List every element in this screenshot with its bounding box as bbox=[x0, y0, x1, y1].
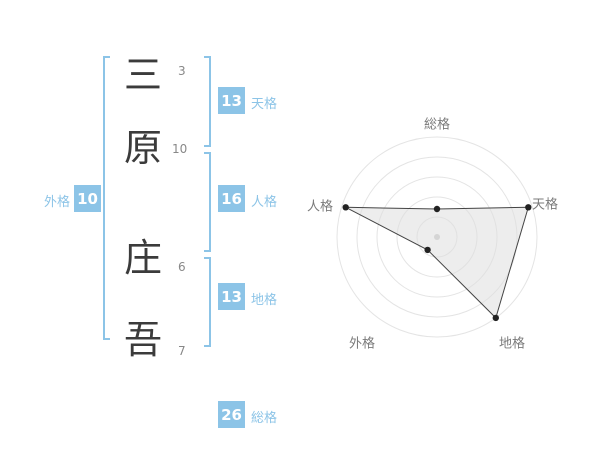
stroke-count: 7 bbox=[178, 344, 186, 358]
tenkaku-bracket bbox=[204, 56, 211, 147]
gaikaku-value-badge: 10 bbox=[74, 185, 101, 212]
soukaku-value-badge: 26 bbox=[218, 401, 245, 428]
radar-data-point bbox=[424, 246, 431, 254]
radar-chart: 総格 天格 地格 外格 人格 bbox=[297, 107, 577, 367]
jinkaku-value-badge: 16 bbox=[218, 185, 245, 212]
tenkaku-value-badge: 13 bbox=[218, 87, 245, 114]
name-character: 庄 bbox=[123, 236, 162, 280]
tenkaku-label: 天格 bbox=[251, 97, 278, 112]
jinkaku-label: 人格 bbox=[251, 195, 278, 210]
chikaku-value-badge: 13 bbox=[218, 283, 245, 310]
stroke-count: 3 bbox=[178, 64, 186, 78]
radar-grid bbox=[336, 136, 538, 338]
chikaku-label: 地格 bbox=[251, 293, 278, 308]
jinkaku-bracket bbox=[204, 152, 211, 252]
stroke-count: 10 bbox=[172, 142, 188, 156]
gaikaku-label: 外格 bbox=[44, 195, 71, 210]
radar-data-polygon bbox=[345, 206, 529, 319]
radar-data-point bbox=[492, 314, 499, 322]
name-character: 原 bbox=[123, 126, 162, 170]
name-character: 吾 bbox=[123, 318, 162, 362]
stroke-count: 6 bbox=[178, 260, 186, 274]
chikaku-bracket bbox=[204, 257, 211, 347]
radar-data-point bbox=[342, 204, 349, 211]
radar-axis-gaikaku: 外格 bbox=[348, 336, 376, 352]
gaikaku-bracket bbox=[103, 56, 110, 340]
name-character: 三 bbox=[123, 53, 162, 97]
soukaku-label: 総格 bbox=[251, 411, 278, 426]
radar-axis-tenkaku: 天格 bbox=[531, 197, 559, 213]
radar-data-point bbox=[525, 204, 532, 211]
radar-axis-chikaku: 地格 bbox=[498, 336, 526, 352]
radar-data-point bbox=[433, 205, 441, 213]
radar-axis-jinkaku: 人格 bbox=[306, 199, 334, 215]
radar-axis-soukaku: 総格 bbox=[423, 117, 451, 133]
